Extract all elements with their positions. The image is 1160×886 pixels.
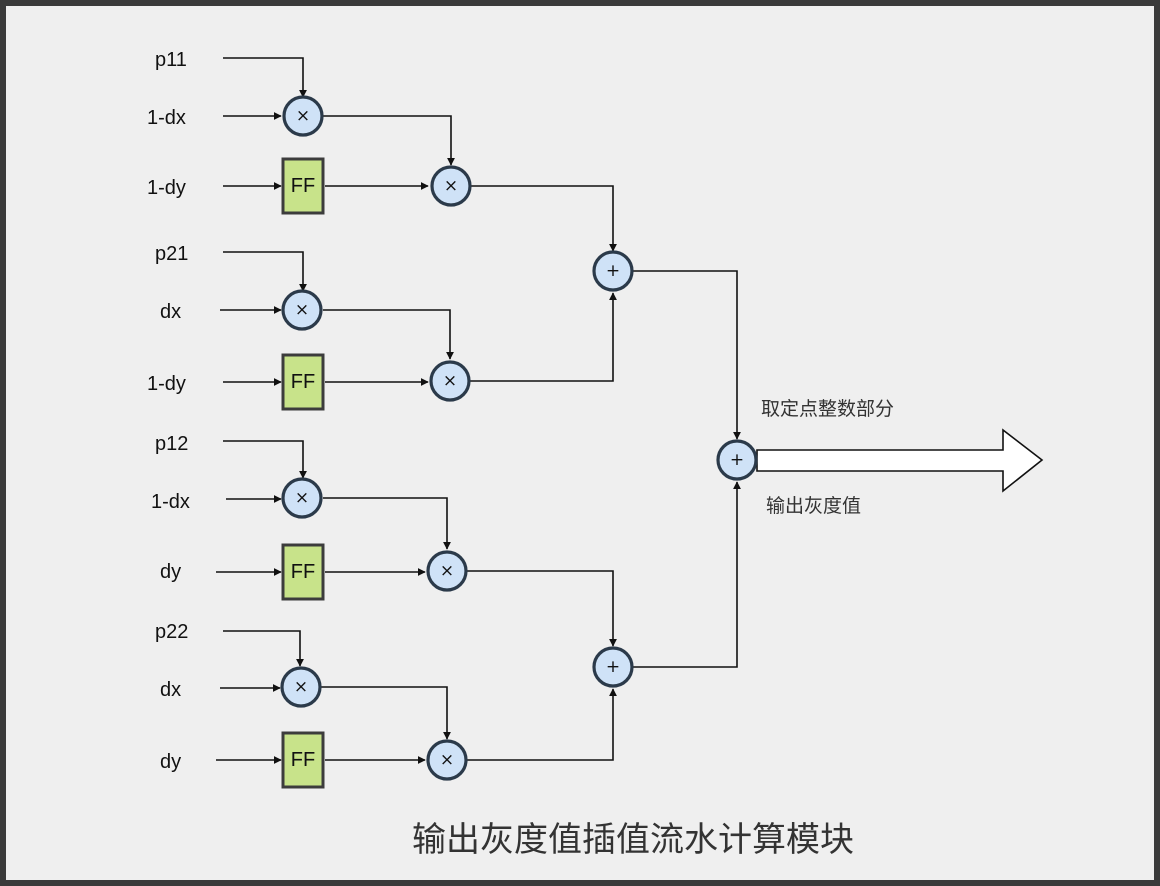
label-p21: p21 (155, 243, 188, 265)
wire (323, 497, 451, 550)
multiply-symbol: × (294, 677, 308, 697)
group-2: p21 dx 1-dy × FF × (147, 243, 617, 411)
group-3: p12 1-dx dy × FF × (151, 433, 617, 647)
flip-flop-label: FF (291, 561, 315, 583)
multiplier-node: × (429, 360, 471, 402)
wire (467, 570, 617, 647)
multiply-symbol: × (296, 106, 310, 126)
multiplier-node: × (282, 95, 324, 137)
group-1: p11 1-dx 1-dy × FF × (147, 49, 617, 252)
wire (321, 686, 451, 740)
multiply-symbol: × (440, 561, 454, 581)
label-dx: dx (160, 301, 181, 323)
add-symbol: + (606, 261, 620, 281)
group-4: p22 dx dy × FF × (155, 621, 617, 789)
output-arrow (756, 428, 1044, 493)
flip-flop-label: FF (291, 749, 315, 771)
add-symbol: + (606, 657, 620, 677)
flip-flop-label: FF (291, 371, 315, 393)
wire (223, 440, 307, 479)
label-dy: dy (160, 751, 181, 773)
label-p11: p11 (155, 49, 187, 71)
flip-flop: FF (281, 731, 325, 789)
adder-node-final: + (716, 439, 758, 481)
wire (633, 270, 741, 440)
flip-flop: FF (281, 353, 325, 411)
label-1-dy: 1-dy (147, 177, 186, 199)
label-p22: p22 (155, 621, 188, 643)
wire (633, 481, 741, 668)
note-output-gray: 输出灰度值 (766, 495, 861, 517)
wire (323, 115, 455, 166)
label-dx: dx (160, 679, 181, 701)
wire (323, 309, 454, 360)
flip-flop: FF (281, 157, 325, 215)
label-1-dy: 1-dy (147, 373, 186, 395)
wire (223, 630, 304, 667)
multiply-symbol: × (444, 176, 458, 196)
wire (223, 251, 307, 292)
diagram-title: 输出灰度值插值流水计算模块 (412, 820, 854, 860)
multiply-symbol: × (295, 488, 309, 508)
label-dy: dy (160, 561, 181, 583)
multiplier-node: × (280, 666, 322, 708)
wire (467, 688, 617, 761)
multiply-symbol: × (440, 750, 454, 770)
note-integer-part: 取定点整数部分 (761, 398, 894, 420)
wire (470, 185, 617, 252)
wire (470, 292, 617, 382)
multiply-symbol: × (443, 371, 457, 391)
add-symbol: + (730, 450, 744, 470)
multiplier-node: × (426, 739, 468, 781)
label-1-dx: 1-dx (147, 107, 186, 129)
multiplier-node: × (430, 165, 472, 207)
label-p12: p12 (155, 433, 188, 455)
wire (223, 57, 307, 98)
multiplier-node: × (281, 289, 323, 331)
flip-flop: FF (281, 543, 325, 601)
adder-node-top: + (592, 250, 634, 292)
multiplier-node: × (426, 550, 468, 592)
multiplier-node: × (281, 477, 323, 519)
adder-node-bottom: + (592, 646, 634, 688)
flip-flop-label: FF (291, 175, 315, 197)
label-1-dx: 1-dx (151, 491, 190, 513)
multiply-symbol: × (295, 300, 309, 320)
